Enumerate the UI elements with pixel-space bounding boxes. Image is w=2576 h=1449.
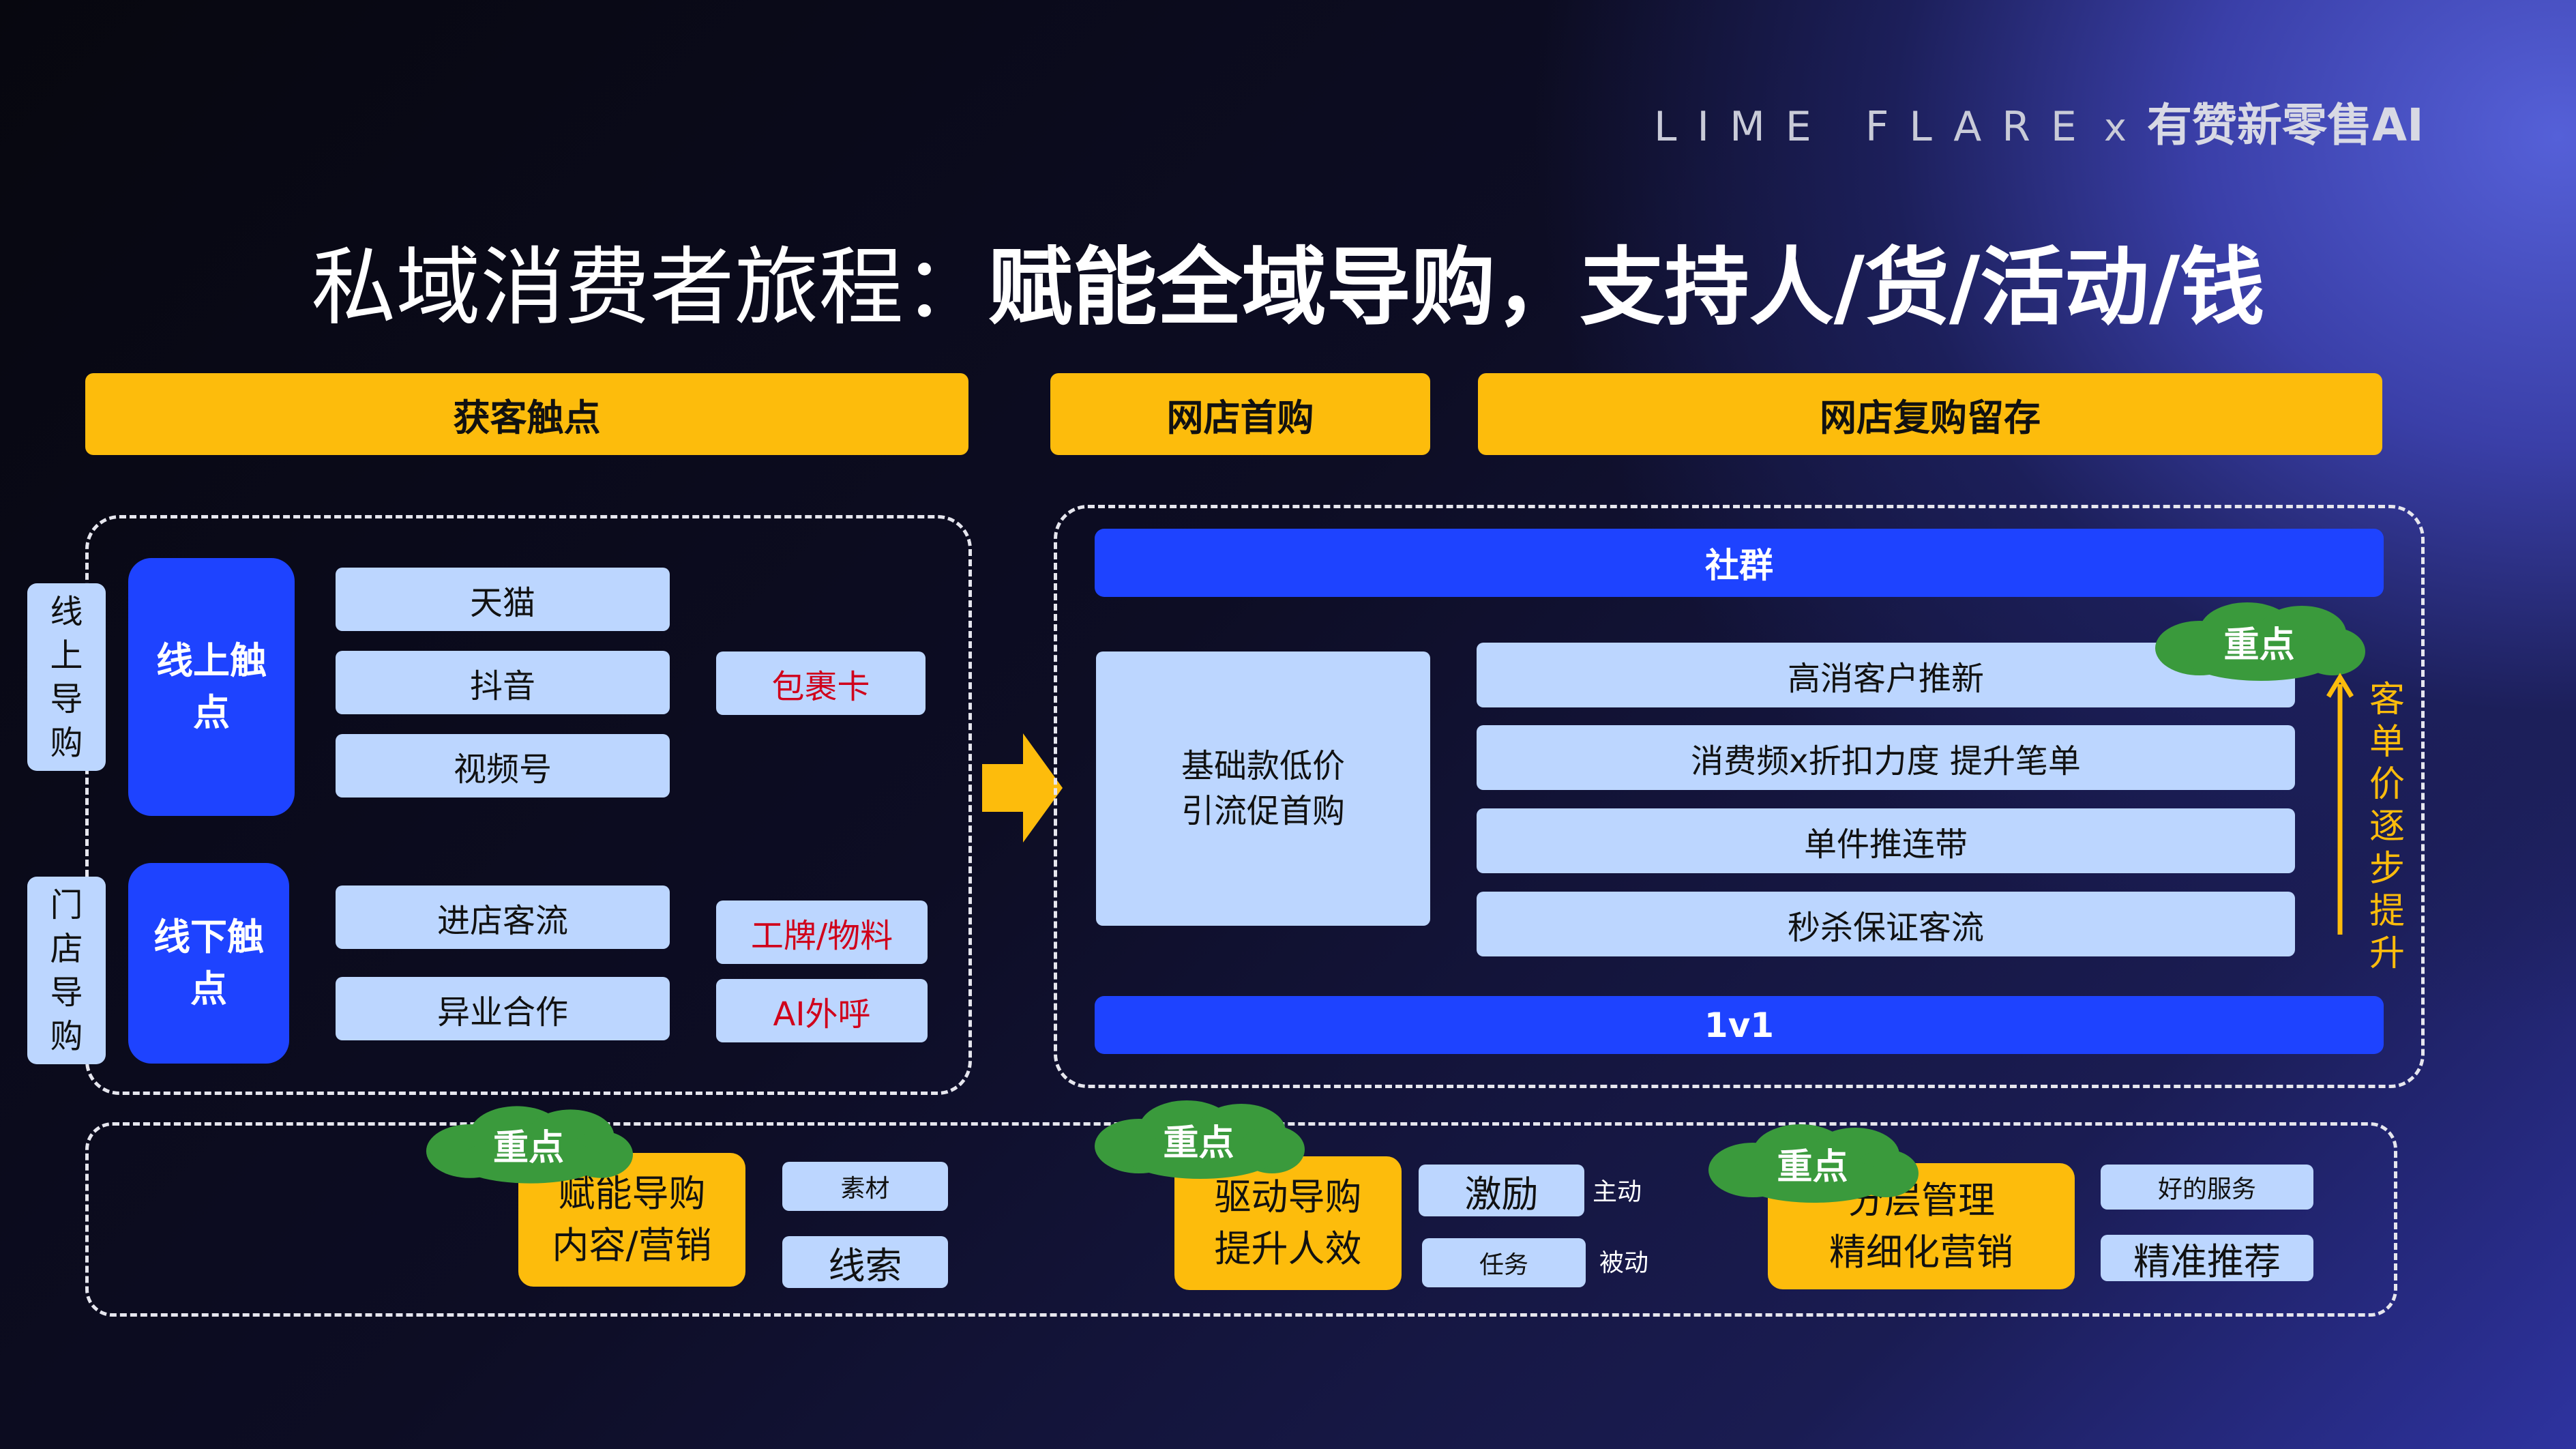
side-label-store: 门 店 导 购	[27, 877, 106, 1064]
tactic-flash-sale: 秒杀保证客流	[1477, 892, 2295, 956]
box1-line: 内容/营销	[552, 1224, 712, 1267]
one-on-one-bar: 1v1	[1095, 996, 2384, 1054]
header-repurchase: 网店复购留存	[1478, 373, 2382, 455]
key-label: 重点	[492, 1128, 564, 1169]
box-enable-guides: 赋能导购 内容/营销	[518, 1153, 745, 1287]
cloud-icon	[1708, 1124, 1919, 1203]
side-char: 购	[50, 723, 83, 762]
channel-crossover: 异业合作	[336, 977, 670, 1040]
brand-x: x	[2103, 106, 2127, 150]
key-cloud-content: 重点	[423, 1102, 634, 1187]
box3-line: 精细化营销	[1829, 1230, 2013, 1274]
tag-material: 素材	[782, 1162, 948, 1211]
channel-video: 视频号	[336, 734, 670, 797]
tag-task: 任务	[1422, 1238, 1586, 1287]
channel-store-traffic: 进店客流	[336, 886, 670, 949]
arrow-char: 逐	[2369, 806, 2405, 847]
key-cloud-retention: 重点	[2152, 600, 2367, 682]
arrow-char: 步	[2369, 849, 2405, 890]
offline-touch-box: 线下触 点	[128, 863, 289, 1064]
channel-douyin: 抖音	[336, 651, 670, 714]
retention-panel	[1054, 505, 2425, 1088]
offline-touch-line: 线下触	[153, 916, 264, 958]
header-acquire: 获客触点	[85, 373, 968, 455]
title-part1: 私域消费者旅程：	[311, 239, 988, 337]
arrow-char: 提	[2369, 891, 2405, 932]
box2-line: 提升人效	[1214, 1227, 1362, 1270]
online-touch-box: 线上触 点	[128, 558, 295, 816]
side-char: 上	[50, 636, 83, 675]
tag-good-service: 好的服务	[2101, 1165, 2313, 1210]
base-offer-line: 引流促首购	[1181, 792, 1345, 830]
side-char: 线	[50, 592, 83, 631]
up-arrow-icon	[2326, 673, 2354, 935]
cloud-icon	[1095, 1100, 1305, 1179]
tag-ai-call: AI外呼	[716, 979, 928, 1042]
base-offer-line: 基础款低价	[1181, 747, 1345, 785]
box2-line: 驱动导购	[1214, 1175, 1362, 1218]
community-bar: 社群	[1095, 529, 2384, 597]
cloud-icon	[2155, 602, 2365, 681]
box-drive-guides: 驱动导购 提升人效	[1174, 1156, 1402, 1290]
header-first-purchase: 网店首购	[1050, 373, 1430, 455]
key-cloud-efficiency: 重点	[1091, 1098, 1306, 1180]
acquire-panel	[85, 515, 972, 1095]
tag-package-card: 包裹卡	[716, 652, 926, 715]
page-title: 私域消费者旅程：赋能全域导购，支持人/货/活动/钱	[0, 218, 2576, 341]
side-char: 购	[50, 1016, 83, 1055]
side-char: 门	[50, 886, 83, 924]
side-char: 导	[50, 679, 83, 718]
title-part2: 赋能全域导购，支持人/货/活动/钱	[988, 239, 2265, 337]
online-touch-line: 线上触	[156, 639, 267, 682]
arrow-char: 单	[2369, 722, 2405, 763]
tag-precise-recommend: 精准推荐	[2101, 1235, 2313, 1283]
offline-touch-line: 点	[190, 967, 227, 1010]
tag-incentive: 激励	[1419, 1165, 1584, 1216]
base-offer-box: 基础款低价 引流促首购	[1096, 652, 1430, 926]
side-label-online: 线 上 导 购	[27, 583, 106, 771]
note-passive: 被动	[1599, 1249, 1649, 1277]
key-label: 重点	[1163, 1122, 1234, 1164]
note-active: 主动	[1593, 1178, 1642, 1206]
key-label: 重点	[2223, 624, 2295, 666]
tactic-frequency-discount: 消费频x折扣力度 提升笔单	[1477, 725, 2295, 790]
online-touch-line: 点	[193, 691, 230, 734]
side-char: 导	[50, 973, 83, 1012]
cloud-icon	[426, 1106, 634, 1184]
tag-leads: 线索	[782, 1236, 948, 1288]
tag-badge-material: 工牌/物料	[716, 901, 928, 964]
aov-increase-label: 客 单 价 逐 步 提 升	[2367, 679, 2408, 979]
side-char: 店	[50, 929, 83, 968]
arrow-char: 价	[2369, 764, 2405, 805]
box1-line: 赋能导购	[558, 1172, 706, 1215]
flow-arrow-icon	[982, 733, 1063, 843]
brand-youzan: 有赞新零售AI	[2146, 99, 2424, 151]
channel-tmall: 天猫	[336, 568, 670, 631]
brand-lime-flare: LIME FLARE	[1654, 103, 2097, 151]
key-cloud-tiering: 重点	[1705, 1122, 1920, 1204]
arrow-char: 客	[2369, 679, 2405, 720]
key-label: 重点	[1777, 1146, 1848, 1188]
tactic-bundle: 单件推连带	[1477, 808, 2295, 873]
arrow-char: 升	[2369, 933, 2405, 974]
